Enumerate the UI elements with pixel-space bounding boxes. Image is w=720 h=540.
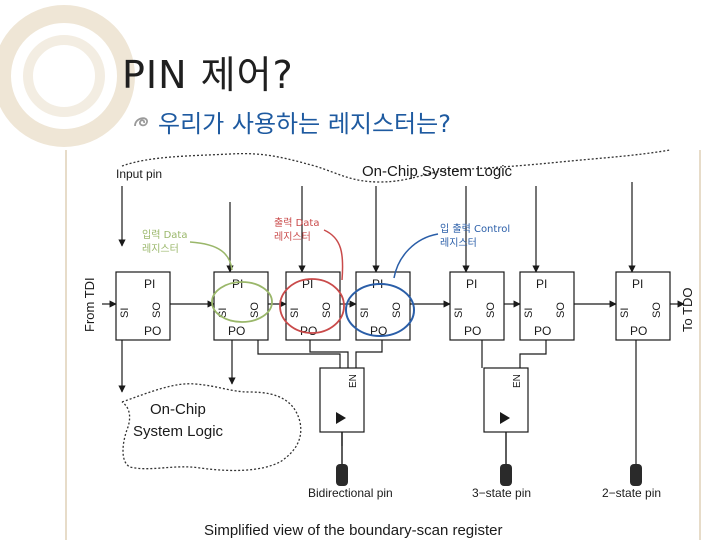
from-tdi-label: From TDI — [82, 277, 97, 332]
two-state-pin — [630, 464, 642, 486]
cell-so-label: SO — [485, 302, 497, 318]
cell-po-label: PO — [144, 324, 161, 338]
decorative-ring-small — [23, 35, 105, 117]
annotation-label-line2: 레지스터 — [274, 231, 311, 243]
annotation-label-line2: 레지스터 — [142, 243, 179, 255]
bidirectional-buffer: EN — [319, 367, 365, 472]
cell-po-label: PO — [228, 324, 245, 338]
two-state-pin-label: 2−state pin — [602, 486, 661, 500]
bottom-logic-label-line1: On-Chip — [150, 401, 206, 418]
cell-so-label: SO — [555, 302, 567, 318]
bidirectional-pin-label: Bidirectional pin — [308, 486, 393, 500]
top-logic-boundary — [121, 149, 671, 183]
cell-pi-label: PI — [466, 277, 477, 291]
scan-cell-2: PI PO SI SO — [213, 271, 269, 341]
decorative-ring-large — [0, 5, 135, 147]
input-pin-label: Input pin — [116, 167, 162, 181]
cell-so-label: SO — [651, 302, 663, 318]
cell-si-label: SI — [289, 308, 301, 318]
cell-po-label: PO — [300, 324, 317, 338]
three-state-pin — [500, 464, 512, 486]
scan-cell-1: PI PO SI SO — [115, 271, 171, 341]
cell-pi-label: PI — [302, 277, 313, 291]
to-tdo-label: To TDO — [680, 287, 695, 332]
cell-so-label: SO — [249, 302, 261, 318]
slide-title: PIN 제어? — [122, 53, 294, 97]
three-state-buffer: EN — [483, 367, 529, 472]
cell-pi-label: PI — [536, 277, 547, 291]
cell-po-label: PO — [370, 324, 387, 338]
annotation-label-line2: 레지스터 — [440, 237, 477, 249]
cell-si-label: SI — [119, 308, 131, 318]
cell-so-label: SO — [321, 302, 333, 318]
scan-cell-6: PI PO SI SO — [519, 271, 575, 341]
boundary-scan-diagram: On-Chip System Logic On-Chip System Logi… — [82, 149, 695, 539]
cell-si-label: SI — [523, 308, 535, 318]
annotation-label-line1: 입 출력 Control — [440, 222, 510, 235]
bottom-logic-boundary — [121, 383, 302, 472]
diagram-caption: Simplified view of the boundary-scan reg… — [204, 522, 502, 539]
cell-pi-label: PI — [632, 277, 643, 291]
cell-si-label: SI — [619, 308, 631, 318]
cell-po-label: PO — [534, 324, 551, 338]
annotation-control-register: 입 출력 Control 레지스터 — [345, 222, 510, 337]
cell-po-label: PO — [464, 324, 481, 338]
cell-si-label: SI — [217, 308, 229, 318]
annotation-label-line1: 출력 Data — [274, 217, 319, 229]
annotation-label-line1: 입력 Data — [142, 228, 187, 241]
enable-label: EN — [348, 374, 359, 388]
bottom-logic-label-line2: System Logic — [133, 423, 224, 440]
cell-pi-label: PI — [232, 277, 243, 291]
cell-po-label: PO — [630, 324, 647, 338]
cell-so-label: SO — [391, 302, 403, 318]
annotation-input-register: 입력 Data 레지스터 — [142, 228, 273, 323]
annotation-output-register: 출력 Data 레지스터 — [274, 217, 345, 334]
bullet-text: 우리가 사용하는 레지스터는? — [158, 110, 451, 138]
scan-cell-7: PI PO SI SO — [615, 271, 671, 341]
bullet-item: 우리가 사용하는 레지스터는? — [132, 104, 451, 139]
enable-label: EN — [512, 374, 523, 388]
top-logic-label: On-Chip System Logic — [362, 163, 513, 180]
cell-si-label: SI — [359, 308, 371, 318]
cell-so-label: SO — [151, 302, 163, 318]
three-state-pin-label: 3−state pin — [472, 486, 531, 500]
scan-cell-3: PI PO SI SO — [285, 271, 341, 341]
cell-si-label: SI — [453, 308, 465, 318]
bullet-swirl-icon — [134, 116, 148, 126]
scan-cell-5: PI PO SI SO — [449, 271, 505, 341]
cell-pi-label: PI — [144, 277, 155, 291]
bidirectional-pin — [336, 464, 348, 486]
